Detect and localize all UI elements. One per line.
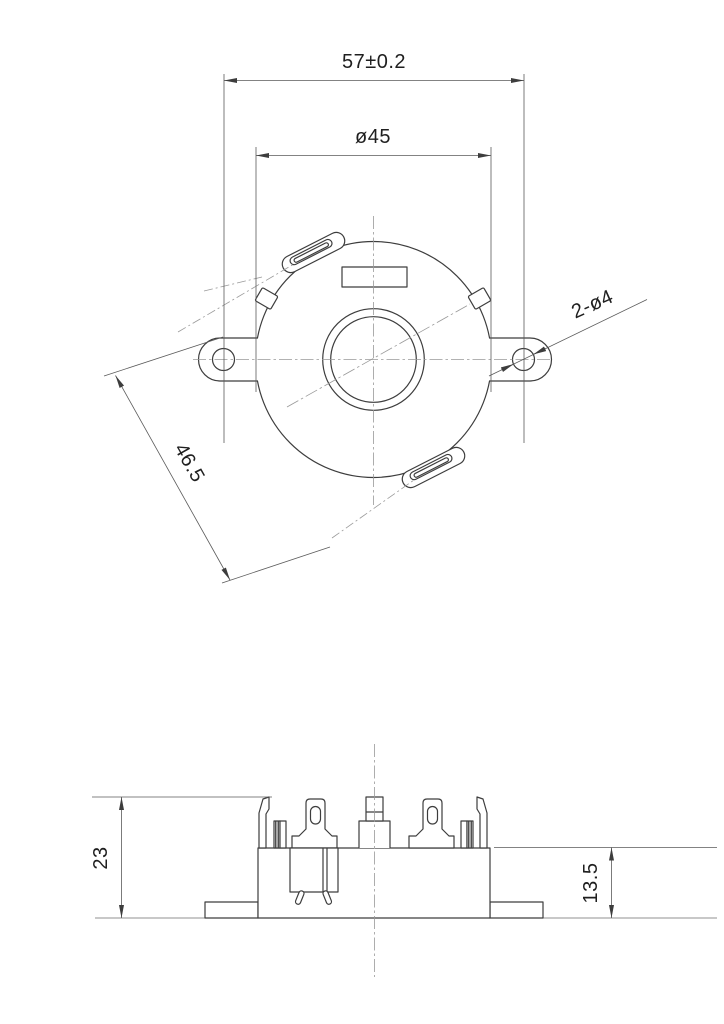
ext-line-465-bottom [221, 546, 331, 584]
dim-line-465 [115, 375, 231, 581]
arrow-2xo4-lower [500, 363, 514, 372]
arrow-2xo4-upper [533, 346, 547, 355]
flange-right [489, 901, 544, 919]
diagonal-centerline [286, 303, 471, 408]
dim-overall-width-label: 57±0.2 [342, 51, 406, 73]
hook-clip-right [476, 796, 488, 849]
front-dimensions: 57±0.2 ø45 2-ø4 46.5 [103, 51, 648, 584]
ear-right [489, 337, 553, 382]
connector-block [289, 847, 339, 893]
flange-left [204, 901, 259, 919]
leader-line-2xo4 [488, 299, 648, 377]
connector-pin-left [294, 890, 305, 905]
strip-plain-right [460, 820, 468, 849]
label-plate [341, 266, 408, 288]
connector-pin-right [322, 890, 333, 905]
dim-overall-height-label: 23 [90, 846, 112, 869]
clip-axis-top-left [177, 263, 295, 333]
dim-clip-span-label: 46.5 [170, 440, 209, 486]
clip-axis-bottom-right [331, 479, 415, 539]
tab-right [467, 287, 492, 310]
hook-clip-left [258, 796, 270, 849]
terminal-left-hole [309, 805, 322, 825]
tab-axis-left [203, 276, 263, 292]
dim-body-height-label: 13.5 [580, 863, 602, 904]
side-view [95, 744, 717, 977]
clip-top-left [281, 231, 346, 274]
strip-plain-left [279, 820, 287, 849]
clip-bottom-right [401, 446, 466, 489]
dim-body-diameter-label: ø45 [355, 126, 391, 148]
front-view [177, 216, 553, 539]
tab-left [254, 287, 279, 310]
ext-line-465-top [103, 336, 224, 377]
side-dimensions: 23 13.5 [90, 796, 717, 918]
terminal-right-hole [426, 805, 439, 825]
